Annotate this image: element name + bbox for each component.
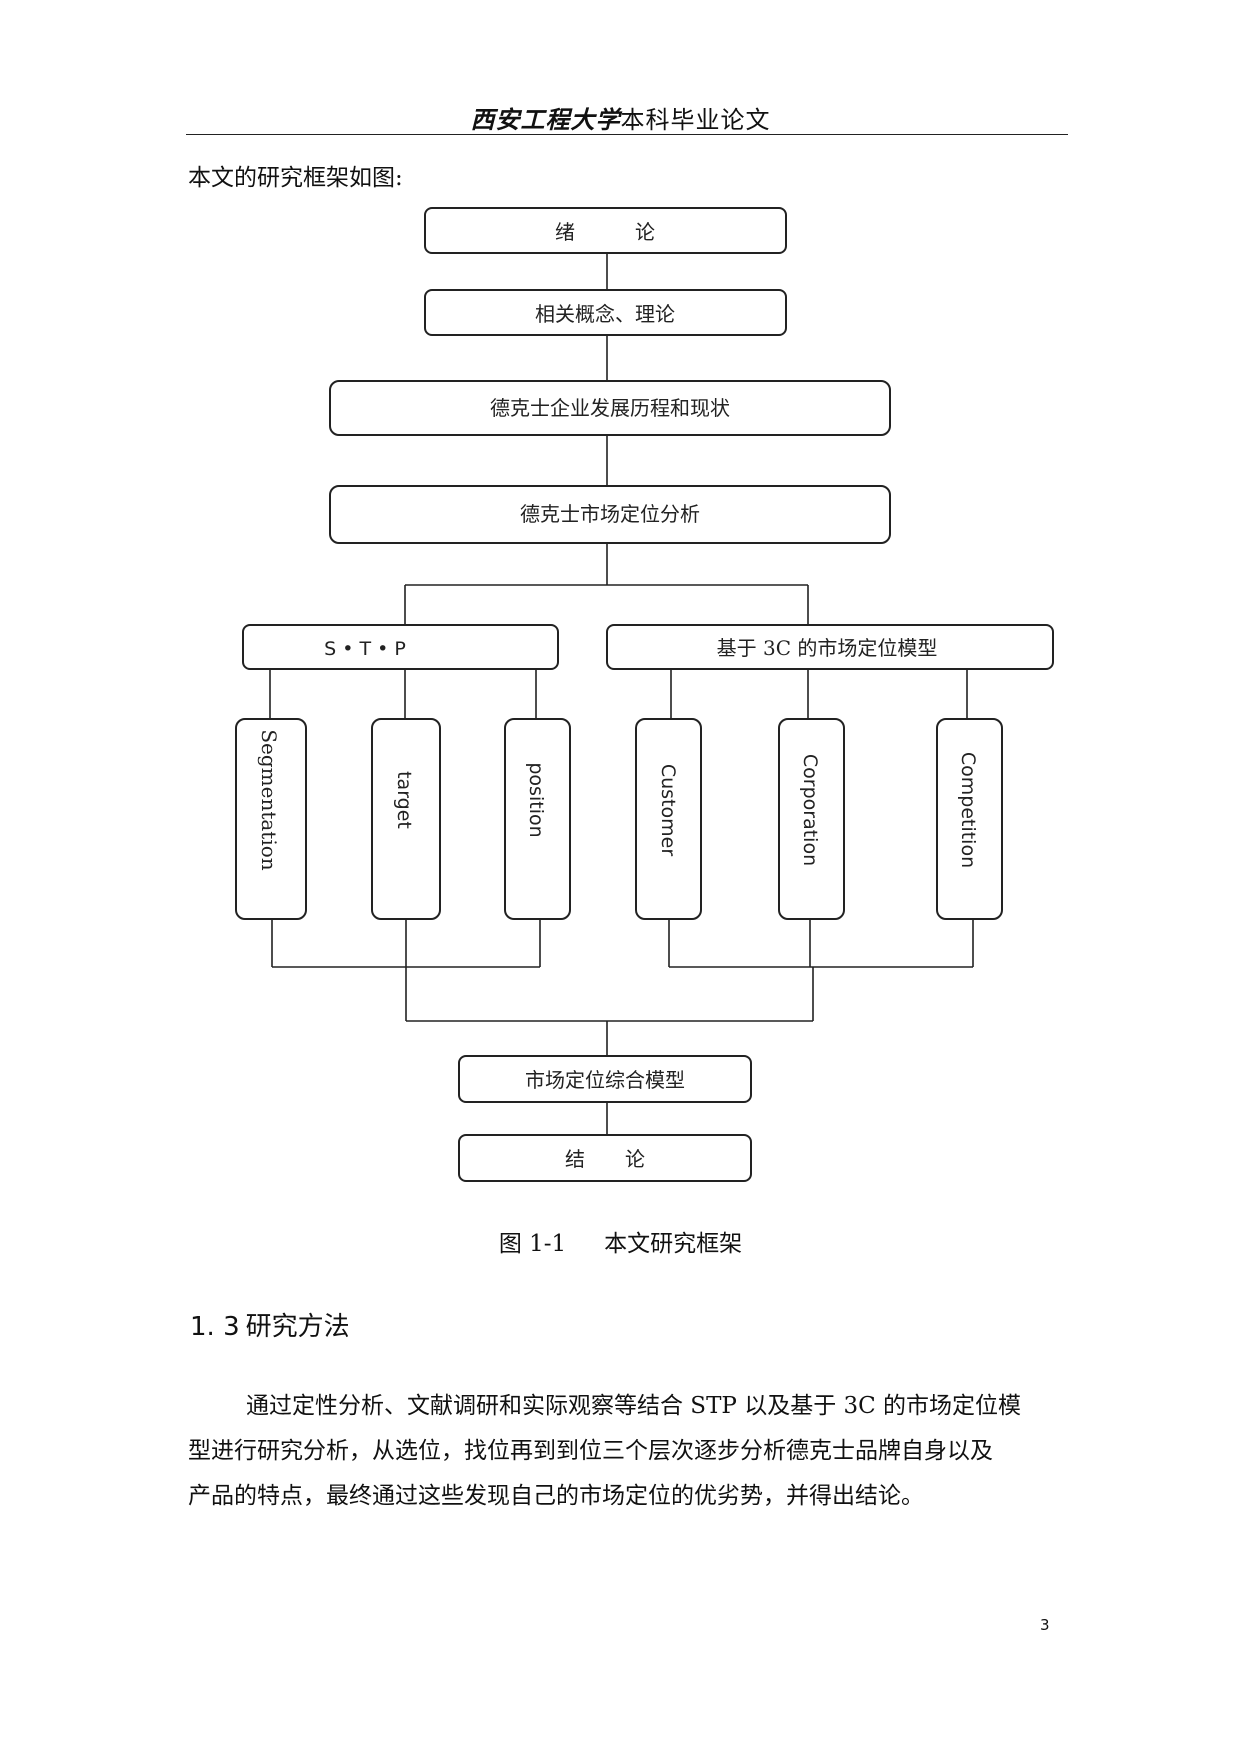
stp-item-box (235, 718, 307, 920)
figure-number: 图 1-1 (498, 1231, 567, 1257)
body-paragraph: 通过定性分析、文献调研和实际观察等结合 STP 以及基于 3C 的市场定位模 型… (188, 1384, 1060, 1519)
intro-text: 本文的研究框架如图: (188, 165, 403, 191)
c3-item-label: Competition (957, 752, 979, 868)
c3-item-box (778, 718, 845, 920)
page-header: 西安工程大学本科毕业论文 (0, 100, 1241, 135)
c3-item-label: Corporation (799, 754, 821, 866)
figure-title: 本文研究框架 (604, 1231, 743, 1257)
stp-item-label: Segmentation (257, 729, 281, 870)
history-box (329, 380, 891, 436)
stp-box-label: S • T • P (324, 638, 406, 660)
model-3c-box-label: 基于 3C 的市场定位模型 (717, 636, 938, 660)
intro-box-label: 绪 论 (555, 220, 655, 244)
stp-item-label: position (525, 762, 547, 837)
header-rule (186, 134, 1068, 135)
c3-item-box (635, 718, 702, 920)
model-3c-box (606, 624, 1054, 670)
paragraph-line: 通过定性分析、文献调研和实际观察等结合 STP 以及基于 3C 的市场定位模 (246, 1393, 1022, 1419)
stp-item-box (371, 718, 441, 920)
conclusion-box (458, 1134, 752, 1182)
figure-caption: 图 1-1 本文研究框架 (0, 1224, 1241, 1258)
concepts-box (424, 289, 787, 336)
analysis-box (329, 485, 891, 544)
analysis-box-label: 德克士市场定位分析 (520, 502, 700, 526)
paragraph-line: 型进行研究分析，从选位，找位再到到位三个层次逐步分析德克士品牌自身以及 (188, 1438, 993, 1464)
synthesis-box (458, 1055, 752, 1103)
conclusion-box-label: 结 论 (565, 1147, 645, 1171)
header-doc-type: 本科毕业论文 (620, 106, 771, 134)
c3-item-label: Customer (657, 764, 679, 856)
intro-box (424, 207, 787, 254)
synthesis-box-label: 市场定位综合模型 (525, 1068, 685, 1092)
stp-box (242, 624, 559, 670)
section-title: 研究方法 (245, 1312, 350, 1342)
section-number: 1. 3 (190, 1312, 240, 1342)
header-school-name: 西安工程大学 (470, 105, 621, 134)
concepts-box-label: 相关概念、理论 (535, 302, 675, 326)
history-box-label: 德克士企业发展历程和现状 (490, 396, 730, 420)
paragraph-line: 产品的特点，最终通过这些发现自己的市场定位的优劣势，并得出结论。 (188, 1483, 924, 1509)
c3-item-box (936, 718, 1003, 920)
page-number: 3 (1040, 1616, 1050, 1634)
stp-item-box (504, 718, 571, 920)
stp-item-label: target (393, 771, 415, 829)
